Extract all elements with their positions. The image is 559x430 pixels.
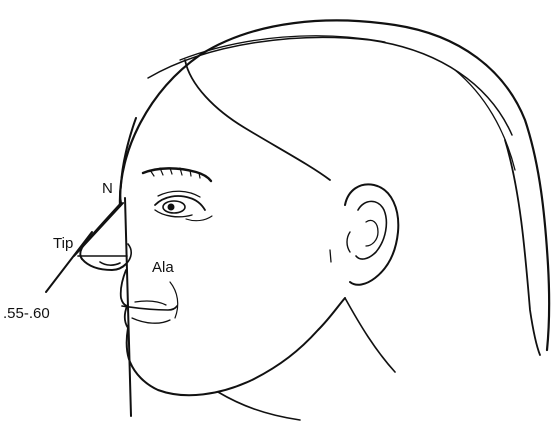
ratio-label: .55-.60 <box>3 305 50 322</box>
upper-lip <box>121 270 127 306</box>
ear-inner <box>356 201 386 259</box>
neck-front <box>218 392 300 420</box>
lip-line <box>135 301 166 305</box>
nasion-label: N <box>102 180 113 197</box>
tip-label: Tip <box>53 235 73 252</box>
mouth-line <box>122 306 177 310</box>
forehead-profile <box>120 118 136 203</box>
ear-tragus <box>330 250 331 262</box>
under-eye <box>186 216 212 221</box>
pupil <box>168 204 175 211</box>
hair-back <box>505 140 540 355</box>
nostril <box>100 262 120 265</box>
hair-outline <box>120 20 549 350</box>
lower-lip-shadow <box>132 318 170 323</box>
hairline <box>185 60 330 180</box>
chin-jaw <box>127 298 345 395</box>
ear-canal <box>347 232 350 252</box>
ala-label: Ala <box>152 259 174 276</box>
neck-back <box>345 298 395 372</box>
nasion-to-tip-line <box>74 203 123 256</box>
ear-outer <box>345 184 398 284</box>
ear-helix-detail <box>366 220 378 246</box>
cheek-line <box>170 282 178 318</box>
